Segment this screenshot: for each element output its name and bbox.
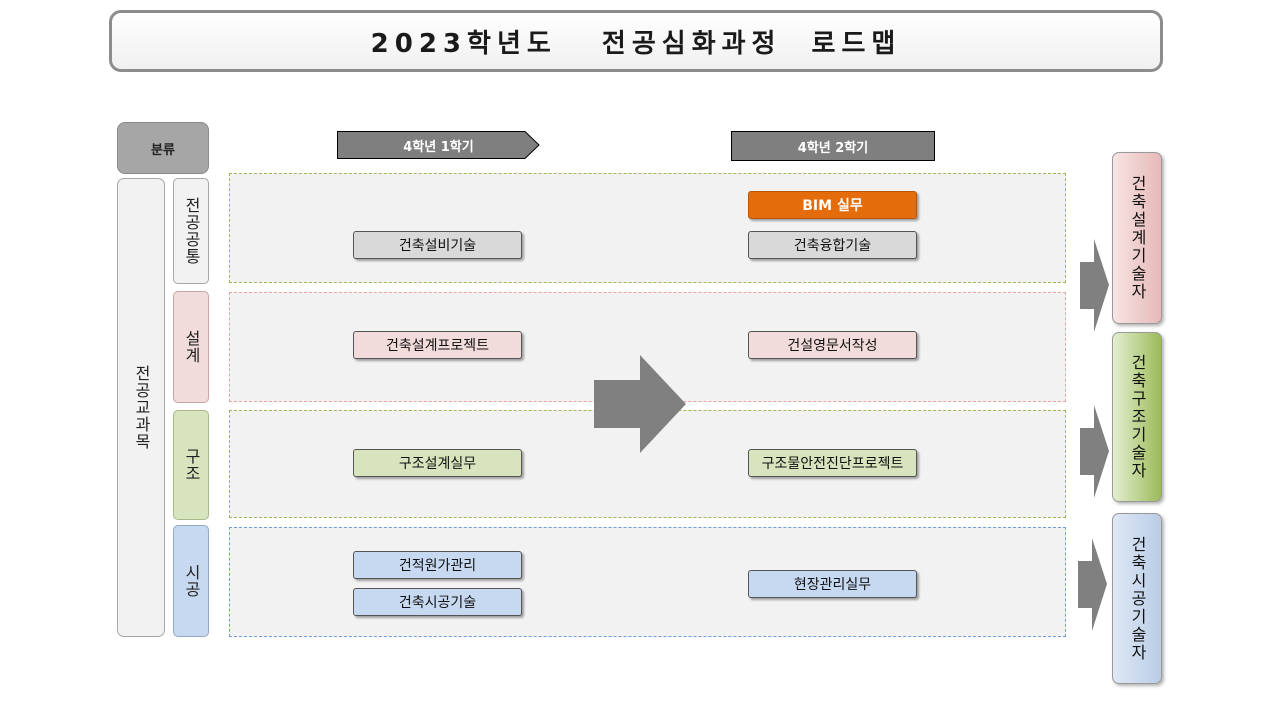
career-arrow-icon-2 [1080, 405, 1109, 498]
group-construction-label: 시공 [182, 564, 201, 598]
semester1-arrow-shape [337, 131, 540, 159]
group-design-label: 설계 [182, 330, 201, 364]
semester2-header: 4학년 2학기 [731, 131, 935, 161]
career-construction-label: 건축시공기술자 [1128, 535, 1147, 662]
progression-arrow-icon [594, 355, 686, 453]
category-header: 분류 [117, 122, 209, 174]
course-common-s2[interactable]: 건축융합기술 [748, 231, 917, 259]
course-common-s1[interactable]: 건축설비기술 [353, 231, 522, 259]
title-banner: 2023학년도 전공심화과정 로드맵 [109, 10, 1163, 72]
course-construction-s1b[interactable]: 건축시공기술 [353, 588, 522, 616]
career-arrow-icon-1 [1080, 239, 1109, 332]
career-design-engineer: 건축설계기술자 [1112, 152, 1162, 324]
row-band-construction [229, 527, 1066, 637]
group-construction: 시공 [173, 525, 209, 637]
course-design-s1[interactable]: 건축설계프로젝트 [353, 331, 522, 359]
course-construction-s1a[interactable]: 건적원가관리 [353, 551, 522, 579]
course-common-s2-highlight[interactable]: BIM 실무 [748, 191, 917, 219]
semester1-header: 4학년 1학기 [337, 131, 540, 159]
group-common: 전공공통 [173, 178, 209, 284]
course-construction-s2[interactable]: 현장관리실무 [748, 570, 917, 598]
career-design-label: 건축설계기술자 [1128, 175, 1147, 301]
semester1-label: 4학년 1학기 [403, 139, 474, 155]
major-courses-group: 전공교과목 [117, 178, 165, 637]
page-title: 2023학년도 전공심화과정 로드맵 [370, 28, 902, 59]
course-design-s2[interactable]: 건설영문서작성 [748, 331, 917, 359]
group-structure: 구조 [173, 410, 209, 520]
group-common-label: 전공공통 [182, 197, 201, 265]
career-structure-label: 건축구조기술자 [1128, 354, 1147, 480]
course-structure-s2[interactable]: 구조물안전진단프로젝트 [748, 449, 917, 477]
career-arrow-icon-3 [1078, 538, 1107, 631]
group-structure-label: 구조 [182, 448, 201, 482]
career-construction-engineer: 건축시공기술자 [1112, 513, 1162, 684]
career-structure-engineer: 건축구조기술자 [1112, 332, 1162, 502]
course-structure-s1[interactable]: 구조설계실무 [353, 449, 522, 477]
row-band-common [229, 173, 1066, 283]
group-design: 설계 [173, 291, 209, 403]
major-courses-label: 전공교과목 [132, 365, 151, 450]
semester2-label: 4학년 2학기 [797, 140, 869, 156]
